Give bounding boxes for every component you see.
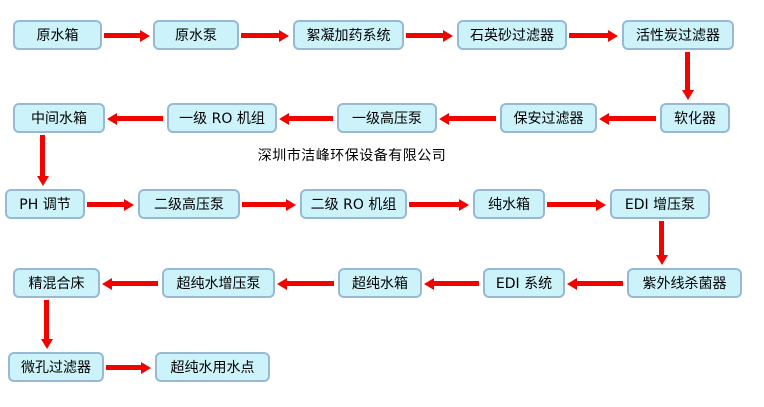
node-ph-adjustment: PH 调节 xyxy=(5,189,85,219)
node-quartz-sand-filter: 石英砂过滤器 xyxy=(457,20,567,50)
node-polishing-mixed-bed: 精混合床 xyxy=(13,268,100,298)
flow-arrow-left-icon xyxy=(599,112,656,125)
node-edi-system: EDI 系统 xyxy=(483,268,565,298)
flow-arrow-left-icon xyxy=(277,277,334,290)
node-second-stage-high-pressure-pump: 二级高压泵 xyxy=(138,189,240,219)
flow-arrow-right-icon xyxy=(569,29,618,42)
flow-arrow-right-icon xyxy=(87,198,134,211)
node-intermediate-water-tank: 中间水箱 xyxy=(13,103,105,133)
company-title: 深圳市洁峰环保设备有限公司 xyxy=(257,148,447,164)
node-microporous-filter: 微孔过滤器 xyxy=(8,352,104,382)
node-raw-water-tank: 原水箱 xyxy=(13,20,102,50)
node-water-softener: 软化器 xyxy=(660,103,730,133)
node-first-stage-ro-unit: 一级 RO 机组 xyxy=(167,103,277,133)
node-ultrapure-water-use-point: 超纯水用水点 xyxy=(155,352,270,382)
node-ultrapure-booster-pump: 超纯水增压泵 xyxy=(162,268,275,298)
node-first-stage-high-pressure-pump: 一级高压泵 xyxy=(337,103,437,133)
flow-arrow-left-icon xyxy=(439,112,496,125)
flow-arrow-left-icon xyxy=(107,112,163,125)
node-raw-water-pump: 原水泵 xyxy=(153,20,239,50)
flow-arrow-right-icon xyxy=(242,198,296,211)
node-uv-sterilizer: 紫外线杀菌器 xyxy=(627,268,742,298)
flow-arrow-right-icon xyxy=(409,198,469,211)
flow-arrow-left-icon xyxy=(567,277,623,290)
node-second-stage-ro-unit: 二级 RO 机组 xyxy=(300,189,407,219)
flow-arrow-right-icon xyxy=(106,361,151,374)
flow-arrow-left-icon xyxy=(279,112,333,125)
flow-arrow-down-icon xyxy=(36,135,49,186)
node-security-filter: 保安过滤器 xyxy=(500,103,597,133)
flow-arrow-right-icon xyxy=(406,29,453,42)
flow-arrow-right-icon xyxy=(547,198,606,211)
node-ultrapure-water-tank: 超纯水箱 xyxy=(338,268,422,298)
flow-arrow-right-icon xyxy=(241,29,289,42)
flow-arrow-right-icon xyxy=(104,29,150,42)
node-coagulant-dosing-system: 絮凝加药系统 xyxy=(293,20,404,50)
node-activated-carbon-filter: 活性炭过滤器 xyxy=(622,20,734,50)
flow-arrow-down-icon xyxy=(681,52,694,100)
node-pure-water-tank: 纯水箱 xyxy=(473,189,545,219)
flow-arrow-down-icon xyxy=(40,300,53,349)
flow-arrow-left-icon xyxy=(424,277,479,290)
node-edi-booster-pump: EDI 增压泵 xyxy=(610,189,710,219)
flow-arrow-down-icon xyxy=(655,221,668,265)
flow-arrow-left-icon xyxy=(102,277,158,290)
